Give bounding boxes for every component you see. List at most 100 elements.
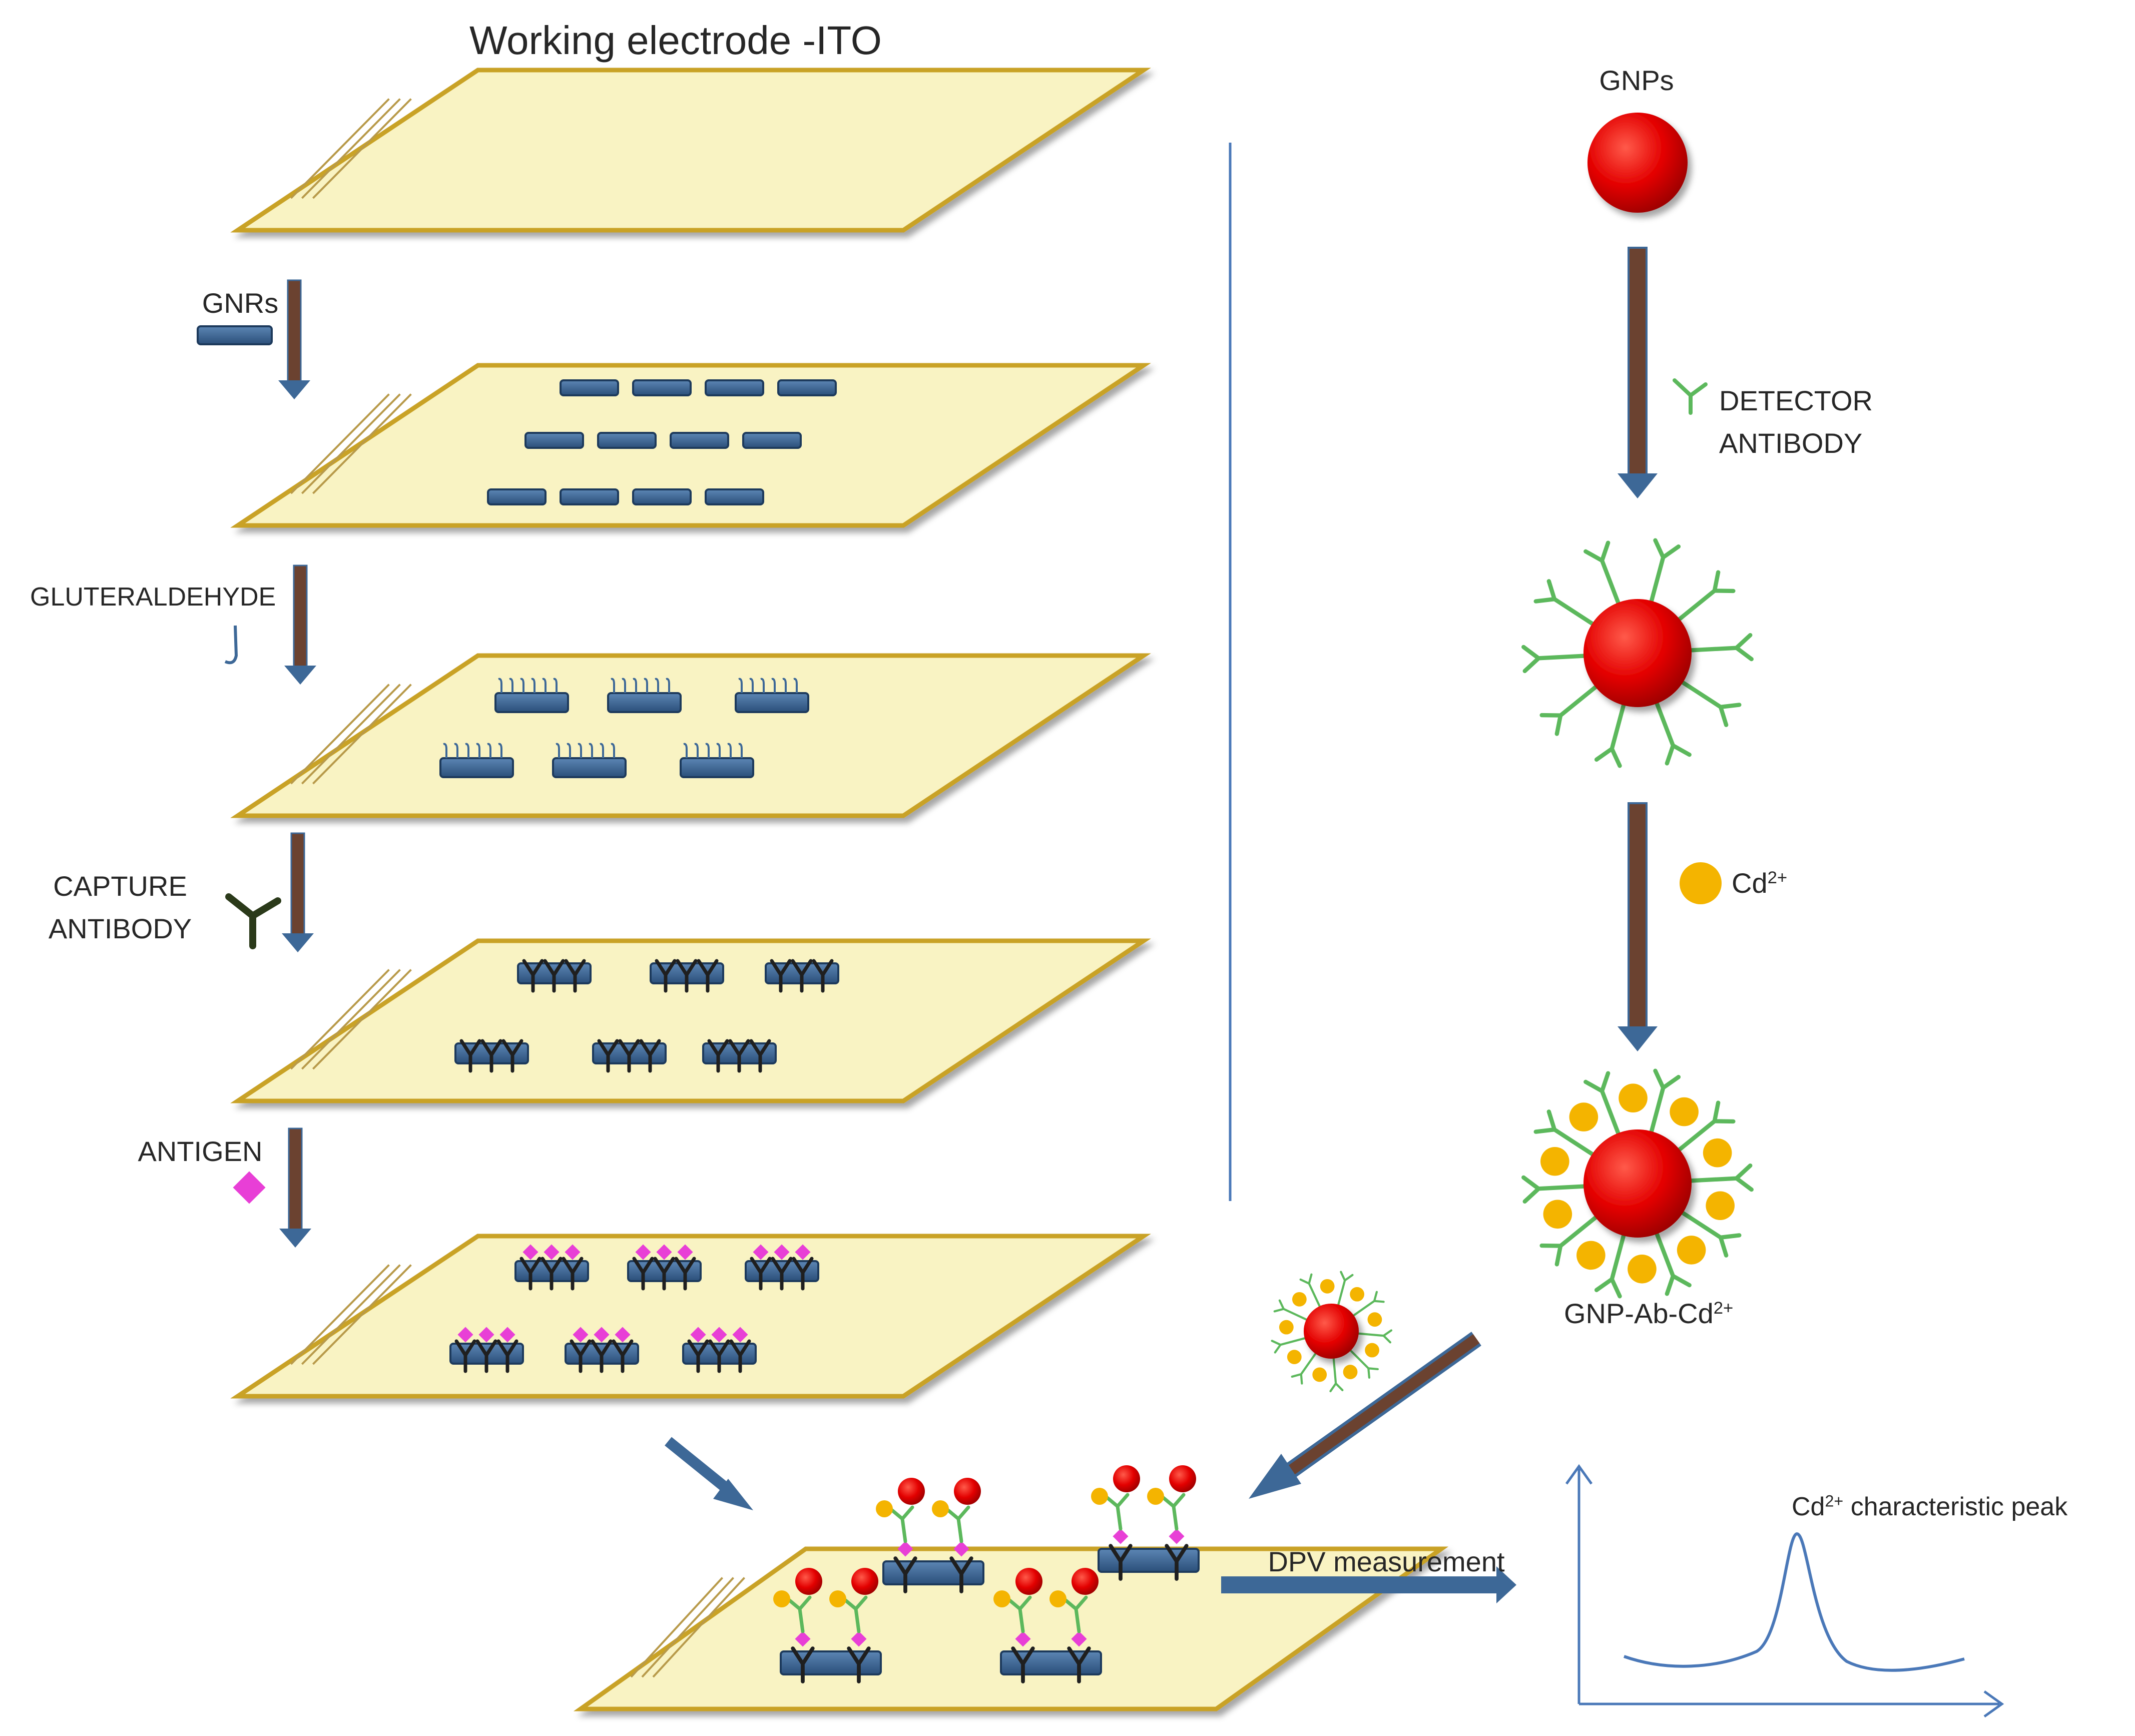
electrode-title: Working electrode -ITO <box>469 18 882 63</box>
cd-ion <box>1350 1287 1365 1302</box>
capture-antibody <box>653 1257 675 1291</box>
antigen <box>795 1244 811 1260</box>
linker <box>611 743 615 758</box>
gnp-core <box>851 1568 878 1595</box>
slide-glare <box>312 98 412 199</box>
cd-ion <box>1365 1343 1379 1358</box>
capture-antibody <box>893 1556 917 1593</box>
gnp-core <box>1169 1465 1196 1492</box>
capture-antibody <box>749 1039 771 1073</box>
gold-nanorod <box>560 488 619 505</box>
antigen <box>522 1244 539 1260</box>
cd-ion <box>993 1590 1010 1607</box>
antigen <box>953 1541 969 1557</box>
arrow-right-2 <box>1618 802 1658 1051</box>
antigen <box>711 1327 727 1343</box>
gold-nanorod <box>552 757 627 778</box>
linker <box>644 678 648 693</box>
antigen-label: ANTIGEN <box>138 1135 263 1167</box>
antigen <box>573 1327 589 1343</box>
capture-antibody <box>791 959 813 993</box>
antigen <box>594 1327 610 1343</box>
antigen <box>656 1244 672 1260</box>
linker <box>556 743 560 758</box>
arrow-step-4 <box>279 1127 311 1248</box>
capture-antibody <box>771 1257 793 1291</box>
antigen <box>544 1244 560 1260</box>
arrow-step-2 <box>284 564 316 685</box>
gnp-core <box>795 1568 822 1595</box>
gnp-core <box>1583 599 1692 707</box>
linker <box>705 743 710 758</box>
antigen <box>635 1244 651 1260</box>
linker <box>716 743 721 758</box>
capture-antibody <box>612 1339 634 1373</box>
cd-ion <box>1320 1279 1335 1294</box>
slide-surface <box>230 653 1151 818</box>
antigen <box>1169 1528 1185 1544</box>
capture-antibody <box>1011 1646 1035 1683</box>
capture-antibody <box>459 1039 481 1073</box>
capture-antibody <box>770 959 792 993</box>
capture-antibody <box>1165 1544 1189 1581</box>
linker <box>465 743 469 758</box>
slide-glare <box>301 98 401 199</box>
cd-ion <box>1576 1241 1606 1270</box>
capture-antibody <box>1109 1544 1133 1581</box>
cd-ion <box>876 1500 893 1517</box>
gnp-antibody-conjugate <box>1521 538 1754 768</box>
gnp-core <box>1583 1129 1692 1238</box>
gnr-layer <box>487 379 837 505</box>
capture-antibody <box>475 1339 497 1373</box>
slide-glare <box>301 684 401 785</box>
gluteraldehyde-label: GLUTERALDEHYDE <box>30 583 276 612</box>
gnrs-label: GNRs <box>202 287 278 319</box>
cd-ion <box>829 1590 846 1607</box>
capture-antibody <box>639 1039 661 1073</box>
cd-ion <box>1147 1488 1164 1505</box>
antigen-icon <box>233 1171 266 1204</box>
dpv-arrow <box>1221 1566 1516 1603</box>
slide-step-1 <box>230 68 1151 233</box>
cd-ion <box>1343 1365 1358 1379</box>
cd-ion <box>1706 1191 1735 1221</box>
peak-label: Cd2+ characteristic peak <box>1792 1492 2068 1521</box>
slide-glare <box>290 393 390 494</box>
left-process-arrows <box>278 279 316 1248</box>
detection-complex <box>1147 1465 1196 1531</box>
gold-nanorod <box>632 379 692 396</box>
capture-antibody <box>707 1039 729 1073</box>
slide-glare <box>652 1577 745 1678</box>
gnp-particle <box>1587 113 1688 213</box>
cd-ion <box>1367 1312 1382 1327</box>
slide-glare <box>301 1264 401 1365</box>
capture-antibody <box>949 1556 973 1593</box>
gnp-core <box>1113 1465 1140 1492</box>
antigen <box>690 1327 706 1343</box>
antigen <box>897 1541 913 1557</box>
linker <box>655 678 659 693</box>
linker <box>749 678 754 693</box>
slide-glare <box>312 1264 412 1365</box>
linker <box>531 678 536 693</box>
detection-complex <box>876 1478 925 1543</box>
detection-complex <box>829 1568 878 1633</box>
slide-glare <box>290 98 390 199</box>
cd-ion-icon <box>1680 862 1722 904</box>
detection-complex <box>932 1478 981 1543</box>
cd-ion <box>773 1590 790 1607</box>
gold-nanorod <box>705 488 764 505</box>
linker <box>666 678 670 693</box>
gold-nanorod <box>439 757 514 778</box>
detection-complex <box>993 1568 1042 1633</box>
capture-antibody <box>501 1039 523 1073</box>
arrow-step-3 <box>282 832 314 952</box>
gnp-ab-cd-conjugate <box>1521 1068 1754 1299</box>
antigen <box>499 1327 515 1343</box>
capture-antibody <box>597 1039 619 1073</box>
gnp-core <box>954 1478 981 1505</box>
slide-glare <box>630 1577 723 1678</box>
diagonal-arrow-right <box>1249 1332 1481 1499</box>
arrow-step-1 <box>278 279 310 399</box>
